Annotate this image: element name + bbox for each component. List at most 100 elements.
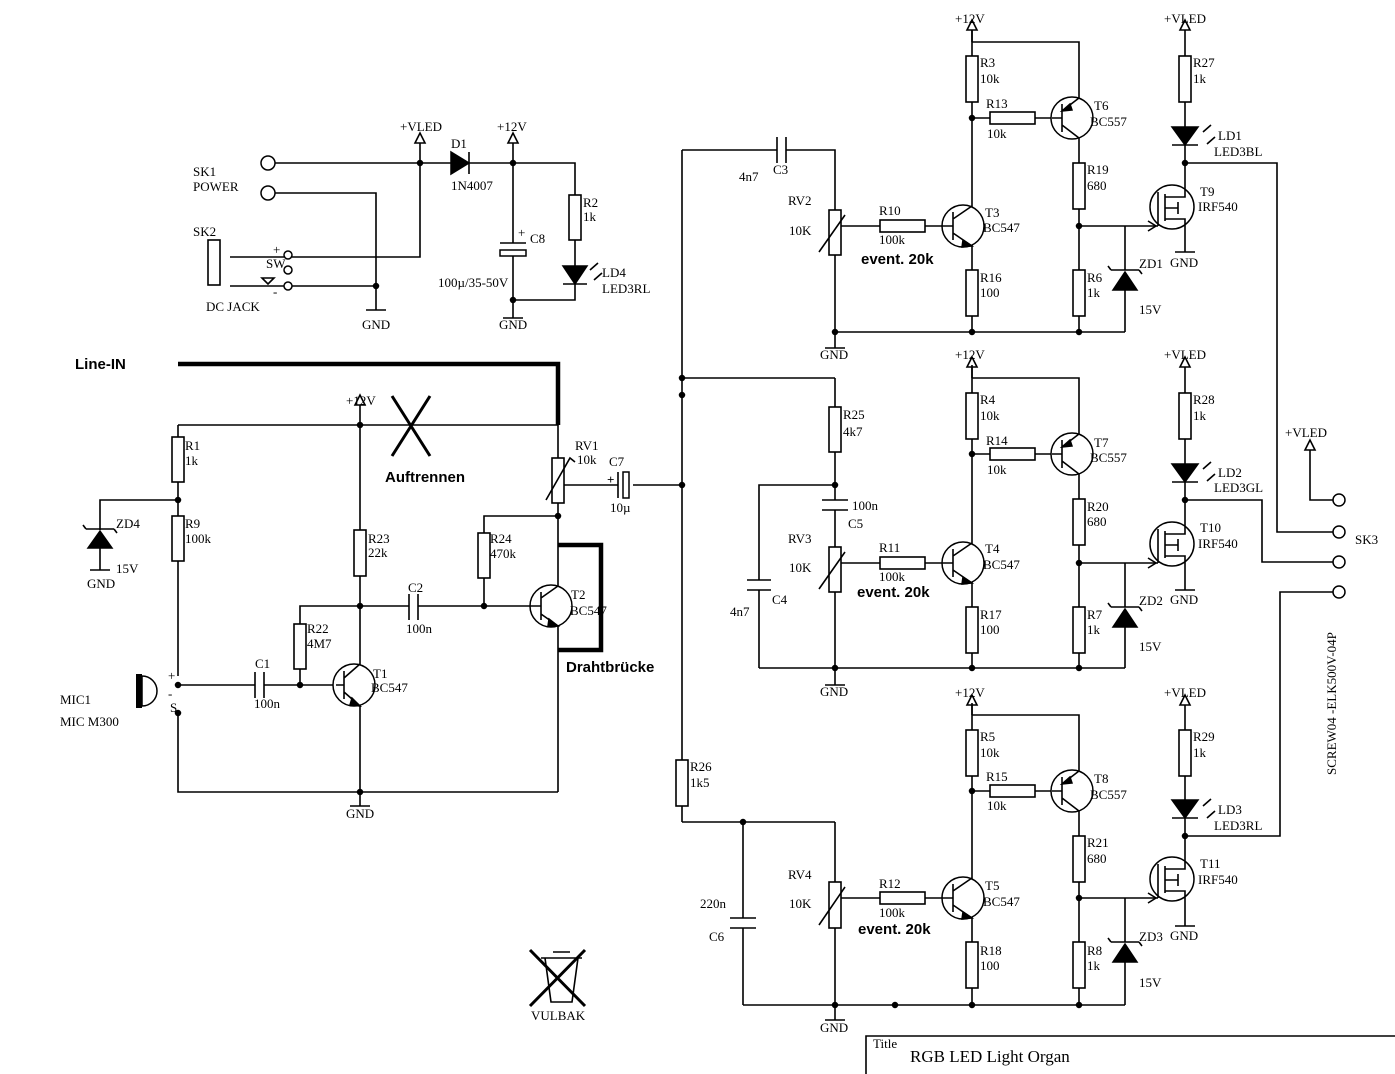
rv3-wires [818,551,942,668]
line-in-wire [178,361,561,425]
c6-label: C6 [709,929,725,944]
r14-resistor [989,447,1036,461]
zd2-value: 15V [1139,639,1162,654]
r22-value: 4M7 [307,636,332,651]
t10-mosfet [1149,521,1195,567]
r12-resistor [879,891,926,905]
vled-arrow-ch3 [1178,693,1192,730]
zd3-bar [1107,937,1143,947]
t2-leads [530,516,559,792]
sk1-terminal-1 [260,155,276,171]
r22-resistor [293,623,307,670]
r11-note: event. 20k [857,584,930,601]
node [968,1001,976,1009]
v12-arrow-ch3 [965,693,1080,769]
node [968,328,976,336]
r28-resistor [1178,392,1192,440]
gnd-rail-ch2 [759,653,1125,686]
node [1075,328,1083,336]
rv2-wires [818,214,942,332]
c7-label: C7 [609,454,625,469]
gnd-rail-ch1 [825,316,1125,349]
node [1075,664,1083,672]
r12-value: 100k [879,905,906,920]
v12-label-ch3: +12V [955,685,985,700]
r24-resistor [477,532,491,579]
t5-leads [942,703,973,942]
t3-value: BC547 [983,220,1020,235]
r29-label: R29 [1193,729,1215,744]
r15-resistor [989,784,1036,798]
gnd-label-zd4: GND [87,576,115,591]
r2-resistor [568,194,582,241]
vled-label-power: +VLED [400,119,442,134]
t2-value: BC547 [570,603,607,618]
t5-label: T5 [985,878,999,893]
c2-capacitor [360,594,530,620]
r6-value: 1k [1087,285,1101,300]
t7-label: T7 [1094,435,1109,450]
ld1-led [1170,126,1200,147]
r17-value: 100 [980,622,1000,637]
t7-leads [1052,431,1080,499]
mic-value: MIC M300 [60,714,119,729]
rv1-wires [545,425,576,516]
t11-value: IRF540 [1198,872,1238,887]
dc-jack-pin-sw [283,265,293,275]
rv3-label: RV3 [788,531,812,546]
zd4-label: ZD4 [116,516,140,531]
t9-leads [1150,188,1186,252]
rv3-potentiometer [828,546,842,593]
rv2-value: 10K [789,223,812,238]
mic1-label: MIC1 [60,692,91,707]
c2-value: 100n [406,621,433,636]
ld4-wires [513,240,576,301]
c8-label: C8 [530,231,545,246]
c3-value: 4n7 [739,169,759,184]
c8-plate [499,249,527,257]
r11-resistor [879,556,926,570]
v12-arrow-ch1 [965,18,1080,93]
r6-resistor [1072,269,1086,317]
v12-arrow-ch2 [965,355,1080,431]
r17-label: R17 [980,607,1002,622]
t10-value: IRF540 [1198,536,1238,551]
t1-leads [336,606,361,792]
c1-capacitor [254,672,336,698]
bin-label: VULBAK [531,1008,586,1023]
sk3-pin-3 [1332,555,1346,569]
c7-value: 10µ [610,500,631,515]
r16-resistor [965,269,979,317]
zd2-label: ZD2 [1139,593,1163,608]
r23-resistor [353,529,367,577]
ld4-led [561,265,589,286]
r23-label: R23 [368,531,390,546]
r1-label: R1 [185,438,200,453]
gate-wires-ch2 [1078,545,1150,668]
ld3-label: LD3 [1218,802,1242,817]
c1-value: 100n [254,696,281,711]
t10-label: T10 [1200,520,1221,535]
t11-label: T11 [1200,856,1220,871]
t10-leads [1150,525,1186,590]
t1-value: BC547 [371,680,408,695]
r28-label: R28 [1193,392,1215,407]
t6-leads [1052,93,1080,163]
r14-label: R14 [986,433,1008,448]
t9-mosfet [1149,184,1195,230]
vled-label-output: +VLED [1285,425,1327,440]
r20-resistor [1072,498,1086,546]
node [1075,1001,1083,1009]
ld1-label: LD1 [1218,128,1242,143]
dc-jack-minus-label: - [273,284,277,299]
t6-label: T6 [1094,98,1109,113]
zd2-zener [1111,607,1139,628]
r28-value: 1k [1193,408,1207,423]
r10-resistor [879,219,926,233]
sk3-pin-2 [1332,525,1346,539]
r14-value: 10k [987,462,1007,477]
r21-value: 680 [1087,851,1107,866]
c1-label: C1 [255,656,270,671]
r10-value: 100k [879,232,906,247]
zd1-value: 15V [1139,302,1162,317]
